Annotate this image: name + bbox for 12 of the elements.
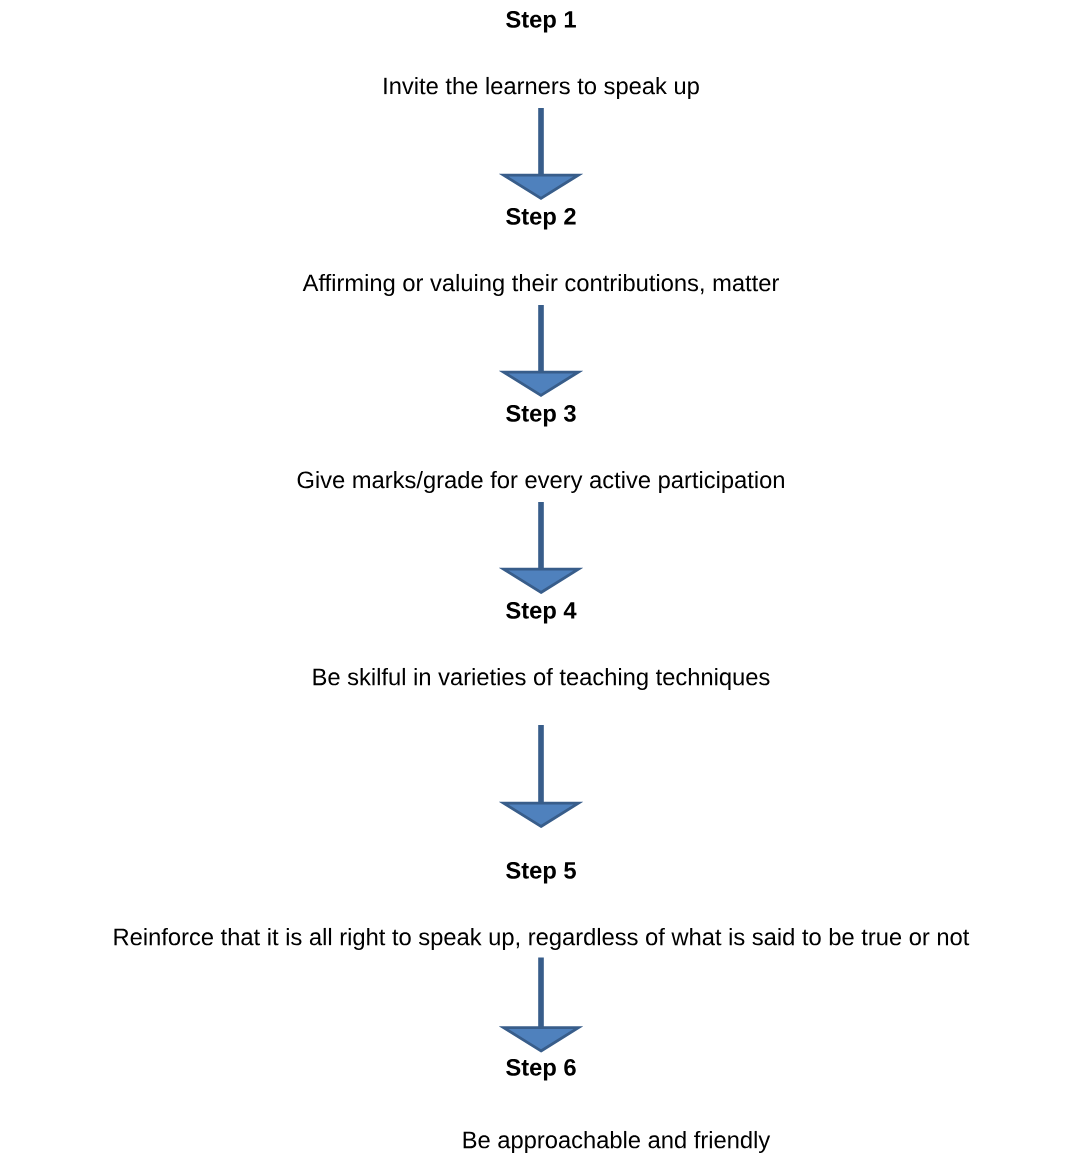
step-text: Affirming or valuing their contributions, matter: [302, 273, 779, 297]
step-text: Invite the learners to speak up: [384, 76, 699, 100]
step-heading: Step 3: [506, 404, 576, 427]
step-text: Reinforce that it is all right to speak up, regardless of what is said to be true or not: [114, 927, 970, 951]
step-heading: Step 1: [506, 10, 576, 33]
step-heading: Step 6: [506, 1058, 576, 1081]
step-text: Give marks/grade for every active participation: [297, 470, 784, 494]
step-heading: Step 5: [506, 861, 576, 884]
step-text: Be skilful in varieties of teaching techniques: [313, 667, 770, 691]
step-heading: Step 2: [506, 207, 576, 230]
step-text: Be approachable and friendly: [463, 1130, 771, 1154]
step-heading: Step 4: [506, 601, 577, 624]
